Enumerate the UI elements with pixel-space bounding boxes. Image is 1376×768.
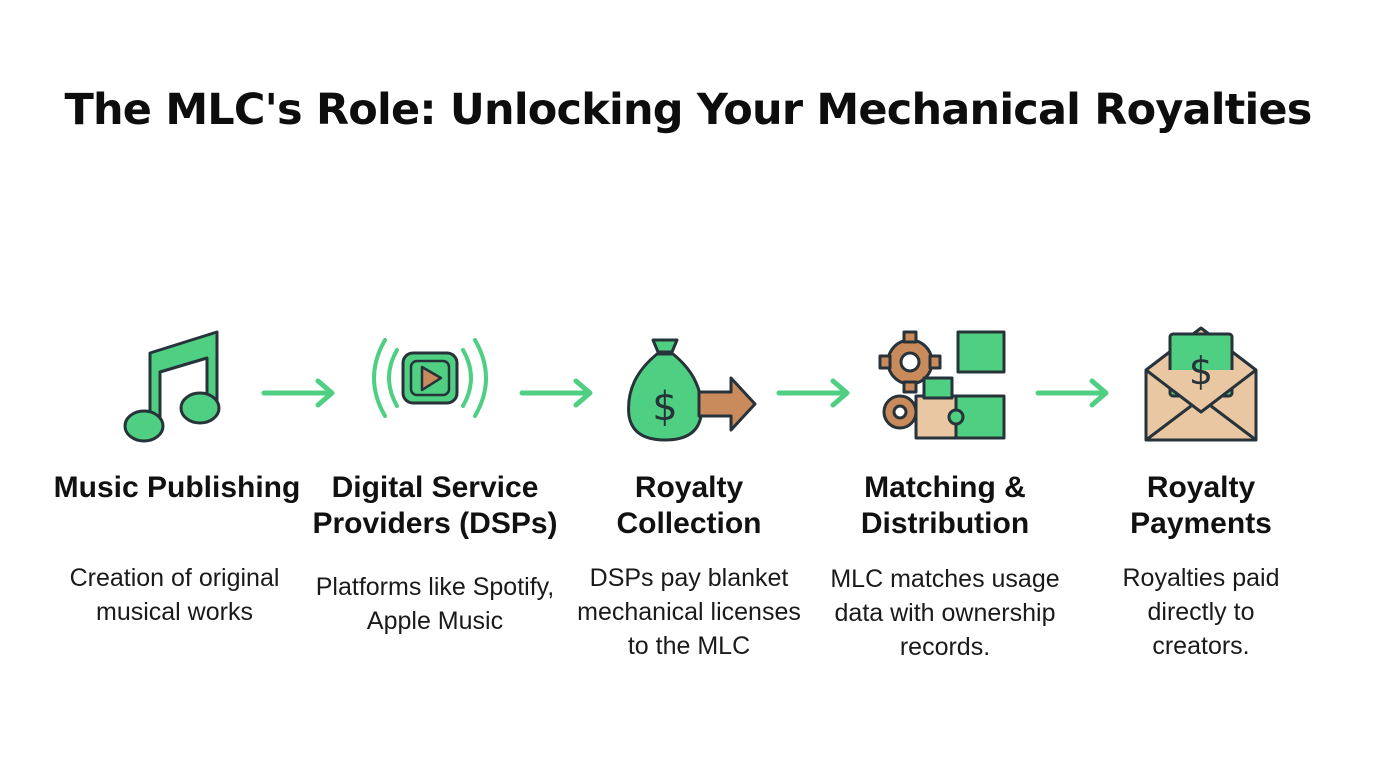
step-desc-dsps: Platforms like Spotify, Apple Music <box>315 573 555 635</box>
gears-puzzle-icon <box>870 320 1020 450</box>
flow-arrow-2 <box>516 375 596 411</box>
step-desc-matching-distribution: MLC matches usage data with ownership re… <box>830 565 1060 661</box>
step-heading-royalty-payments: Royalty Payments <box>1130 471 1272 540</box>
flow-arrow-4 <box>1032 375 1112 411</box>
step-heading-royalty-collection: Royalty Collection <box>616 471 762 540</box>
step-heading-matching-distribution: Matching & Distribution <box>860 471 1030 540</box>
music-note-icon <box>100 320 250 450</box>
step-heading-music-publishing: Music Publishing <box>53 471 301 504</box>
envelope-dollar-icon: $ <box>1126 320 1276 450</box>
step-heading-dsps: Digital Service Providers (DSPs) <box>312 471 558 540</box>
step-desc-royalty-collection: DSPs pay blanket mechanical licenses to … <box>577 564 801 660</box>
svg-text:$: $ <box>1189 349 1213 393</box>
step-desc-music-publishing: Creation of original musical works <box>69 564 280 626</box>
flow-arrow-3 <box>773 375 853 411</box>
video-play-icon <box>355 320 505 450</box>
money-bag-arrow-icon: $ <box>615 320 765 450</box>
step-desc-royalty-payments: Royalties paid directly to creators. <box>1122 564 1280 660</box>
flow-arrow-1 <box>258 375 338 411</box>
svg-text:$: $ <box>652 384 677 430</box>
page-title: The MLC's Role: Unlocking Your Mechanica… <box>64 85 1312 135</box>
